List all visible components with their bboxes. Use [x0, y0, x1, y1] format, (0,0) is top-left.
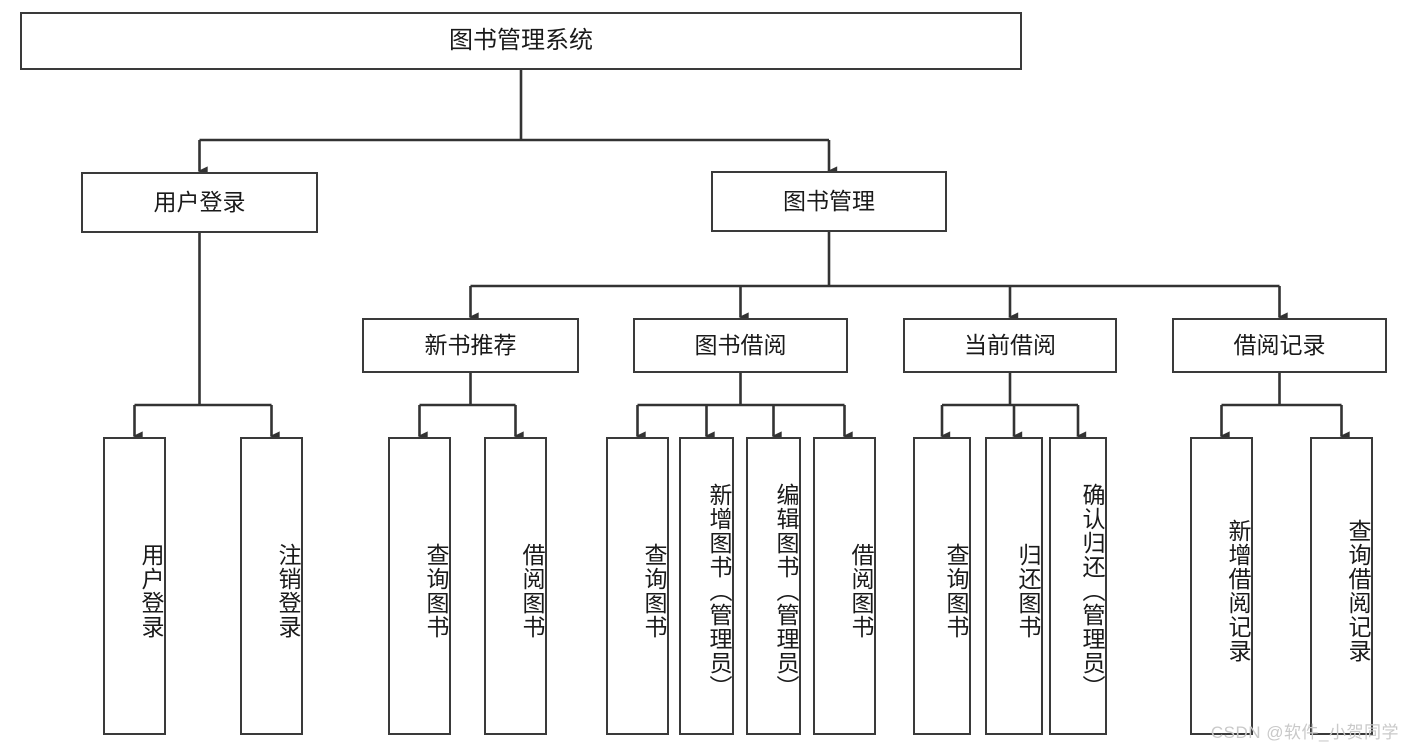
node-label: 借阅图书 — [848, 543, 874, 639]
node-label: 新增图书（管理员） — [706, 483, 732, 699]
node-login[interactable]: 用户登录 — [81, 172, 318, 233]
node-leaf-bor-query[interactable]: 查询图书 — [606, 437, 669, 735]
node-label: 图书管理系统 — [449, 27, 593, 54]
node-borrow[interactable]: 图书借阅 — [633, 318, 848, 373]
node-label: 编辑图书（管理员） — [773, 483, 799, 699]
node-manage[interactable]: 图书管理 — [711, 171, 947, 232]
node-leaf-cur-confirm[interactable]: 确认归还（管理员） — [1049, 437, 1107, 735]
node-leaf-cur-return[interactable]: 归还图书 — [985, 437, 1043, 735]
node-leaf-bor-edit[interactable]: 编辑图书（管理员） — [746, 437, 801, 735]
node-label: 用户登录 — [153, 189, 246, 215]
node-label: 确认归还（管理员） — [1079, 483, 1105, 699]
node-label: 用户登录 — [138, 543, 164, 639]
node-label: 图书借阅 — [694, 332, 787, 358]
node-recommend[interactable]: 新书推荐 — [362, 318, 579, 373]
node-leaf-user-login[interactable]: 用户登录 — [103, 437, 166, 735]
node-leaf-user-logout[interactable]: 注销登录 — [240, 437, 303, 735]
node-current[interactable]: 当前借阅 — [903, 318, 1117, 373]
node-label: 借阅图书 — [519, 543, 545, 639]
node-label: 查询图书 — [423, 543, 449, 639]
node-label: 注销登录 — [275, 543, 301, 639]
node-label: 当前借阅 — [964, 332, 1056, 358]
node-label: 查询图书 — [641, 543, 667, 639]
node-label: 图书管理 — [783, 188, 875, 214]
node-leaf-rec-add-record[interactable]: 新增借阅记录 — [1190, 437, 1253, 735]
node-label: 新增借阅记录 — [1225, 519, 1251, 663]
node-label: 查询图书 — [943, 543, 969, 639]
node-leaf-bor-lend[interactable]: 借阅图书 — [813, 437, 876, 735]
node-label: 新书推荐 — [424, 332, 517, 358]
node-leaf-cur-query[interactable]: 查询图书 — [913, 437, 971, 735]
node-leaf-bor-add[interactable]: 新增图书（管理员） — [679, 437, 734, 735]
node-label: 归还图书 — [1015, 543, 1041, 639]
node-label: 借阅记录 — [1233, 332, 1326, 358]
node-leaf-rec-borrow[interactable]: 借阅图书 — [484, 437, 547, 735]
node-leaf-rec-query[interactable]: 查询图书 — [388, 437, 451, 735]
node-leaf-rec-query-record[interactable]: 查询借阅记录 — [1310, 437, 1373, 735]
node-root[interactable]: 图书管理系统 — [20, 12, 1022, 70]
node-label: 查询借阅记录 — [1345, 519, 1371, 663]
node-records[interactable]: 借阅记录 — [1172, 318, 1387, 373]
